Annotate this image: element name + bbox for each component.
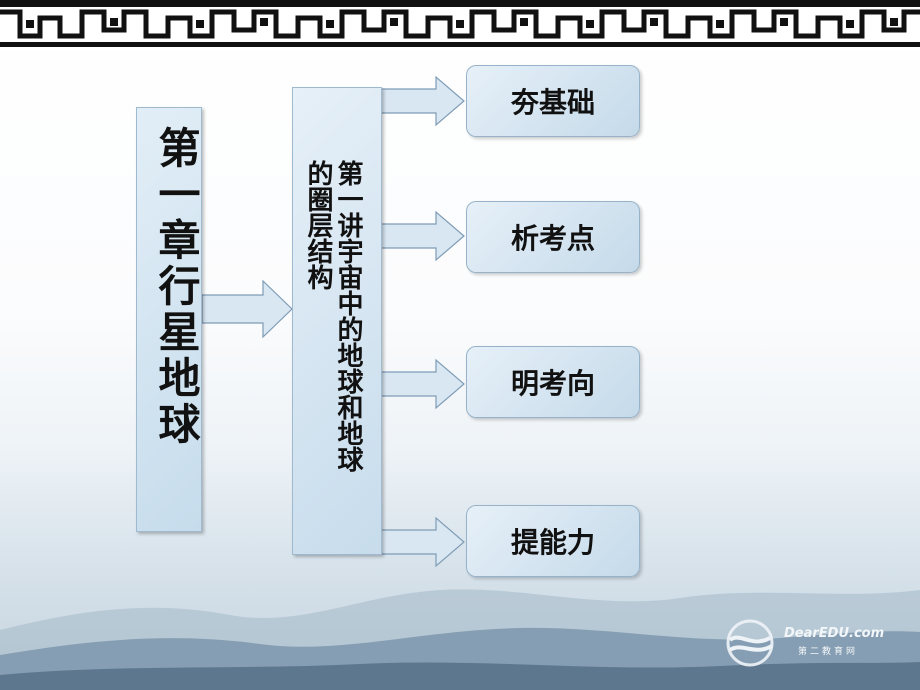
watermark-subtitle: 第二教育网 (798, 647, 859, 657)
wave-logo-icon (726, 619, 774, 667)
item-box-direction[interactable]: 明考向 (466, 346, 640, 418)
chapter-box: 第一章行星地球 (136, 107, 202, 532)
chapter-title: 第一章行星地球 (152, 126, 201, 448)
watermark-brand: DearEDU.com (784, 626, 885, 641)
lesson-title: 第一讲宇宙中的地球和地球的圈层结构 (303, 160, 363, 472)
mountain-background (0, 589, 920, 690)
item-box-ability[interactable]: 提能力 (466, 505, 640, 577)
arrow-to-item-3 (380, 358, 465, 410)
lattice-border (0, 0, 920, 50)
lesson-box: 第一讲宇宙中的地球和地球的圈层结构 (292, 87, 382, 555)
arrow-to-item-4 (380, 516, 465, 568)
arrow-to-item-2 (380, 210, 465, 262)
watermark-logo: DearEDU.com 第二教育网 (722, 618, 892, 668)
item-box-analysis[interactable]: 析考点 (466, 201, 640, 273)
arrow-to-item-1 (380, 75, 465, 127)
arrow-chapter-to-lesson (201, 279, 293, 339)
item-box-foundation[interactable]: 夯基础 (466, 65, 640, 137)
